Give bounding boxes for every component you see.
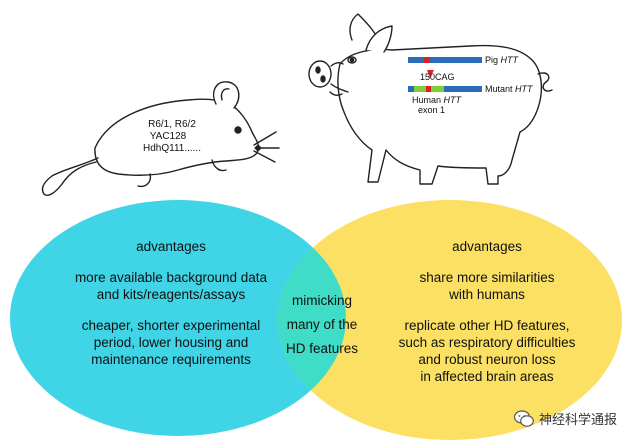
overlap-line: HD features: [285, 341, 359, 356]
left-point-line: and kits/reagents/assays: [96, 287, 246, 302]
venn-left-circle: [10, 200, 346, 436]
left-advantages-text: advantages more available background dat…: [26, 238, 316, 368]
right-point-line: with humans: [449, 287, 525, 302]
mouse-whiskers: [253, 131, 280, 163]
gene-diagram: [408, 57, 482, 92]
pig-htt-bar: [408, 57, 482, 63]
mutant-htt-label: Mutant HTT: [485, 84, 534, 94]
mouse-model-labels: R6/1, R6/2 YAC128 HdhQ111......: [143, 119, 201, 154]
mutant-htt-bar: [408, 86, 482, 92]
overlap-line: many of the: [286, 317, 358, 332]
right-advantages-text: advantages share more similarities with …: [382, 238, 592, 385]
right-point-line: in affected brain areas: [420, 369, 554, 384]
right-point-line: replicate other HD features,: [404, 318, 570, 333]
left-point-line: more available background data: [74, 270, 268, 285]
right-heading: advantages: [452, 239, 522, 254]
gene-labels: Pig HTT 150CAG Mutant HTT Human HTT exon…: [412, 55, 534, 115]
human-cag-segment: [426, 86, 431, 92]
left-heading: advantages: [136, 239, 206, 254]
right-point-line: such as respiratory difficulties: [398, 335, 576, 350]
overlap-line: mimicking: [291, 293, 352, 308]
right-point-line: share more similarities: [419, 270, 555, 285]
mouse-ear: [212, 81, 240, 109]
mouse-hind-paw: [137, 173, 152, 188]
mouse-tail: [41, 157, 99, 196]
mouse-illustration: [41, 81, 280, 196]
left-point-line: maintenance requirements: [91, 352, 251, 367]
pig-htt-label: Pig HTT: [485, 55, 520, 65]
mouse-model-label: HdhQ111......: [143, 143, 201, 154]
watermark-text: 神经科学通报: [538, 413, 617, 428]
mouse-eye: [234, 126, 242, 134]
mouse-model-label: R6/1, R6/2: [148, 119, 196, 130]
watermark: 神经科学通报: [513, 409, 617, 428]
overlap-text: mimicking many of the HD features: [262, 289, 382, 361]
pig-body: [337, 44, 543, 185]
pig-tail: [537, 72, 553, 92]
mouse-front-paw: [211, 159, 227, 172]
right-point-line: and robust neuron loss: [418, 352, 556, 367]
pig-snout: [308, 60, 332, 88]
pig-ear-back: [365, 25, 393, 53]
cag-label: 150CAG: [420, 72, 455, 82]
venn-right-circle: [278, 200, 622, 440]
human-htt-label: Human HTT: [412, 95, 463, 105]
left-point-line: cheaper, shorter experimental: [81, 318, 261, 333]
mouse-model-label: YAC128: [150, 131, 187, 142]
wechat-icon: [513, 409, 534, 427]
pig-mouth: [329, 91, 343, 97]
mouse-ear-inner: [220, 88, 230, 101]
exon-label: exon 1: [418, 105, 445, 115]
venn-diagram: [10, 200, 622, 440]
pig-illustration: [308, 13, 553, 185]
cag-arrow: [427, 70, 434, 78]
cag-marker: [424, 57, 430, 63]
left-point-line: period, lower housing and: [93, 335, 249, 350]
